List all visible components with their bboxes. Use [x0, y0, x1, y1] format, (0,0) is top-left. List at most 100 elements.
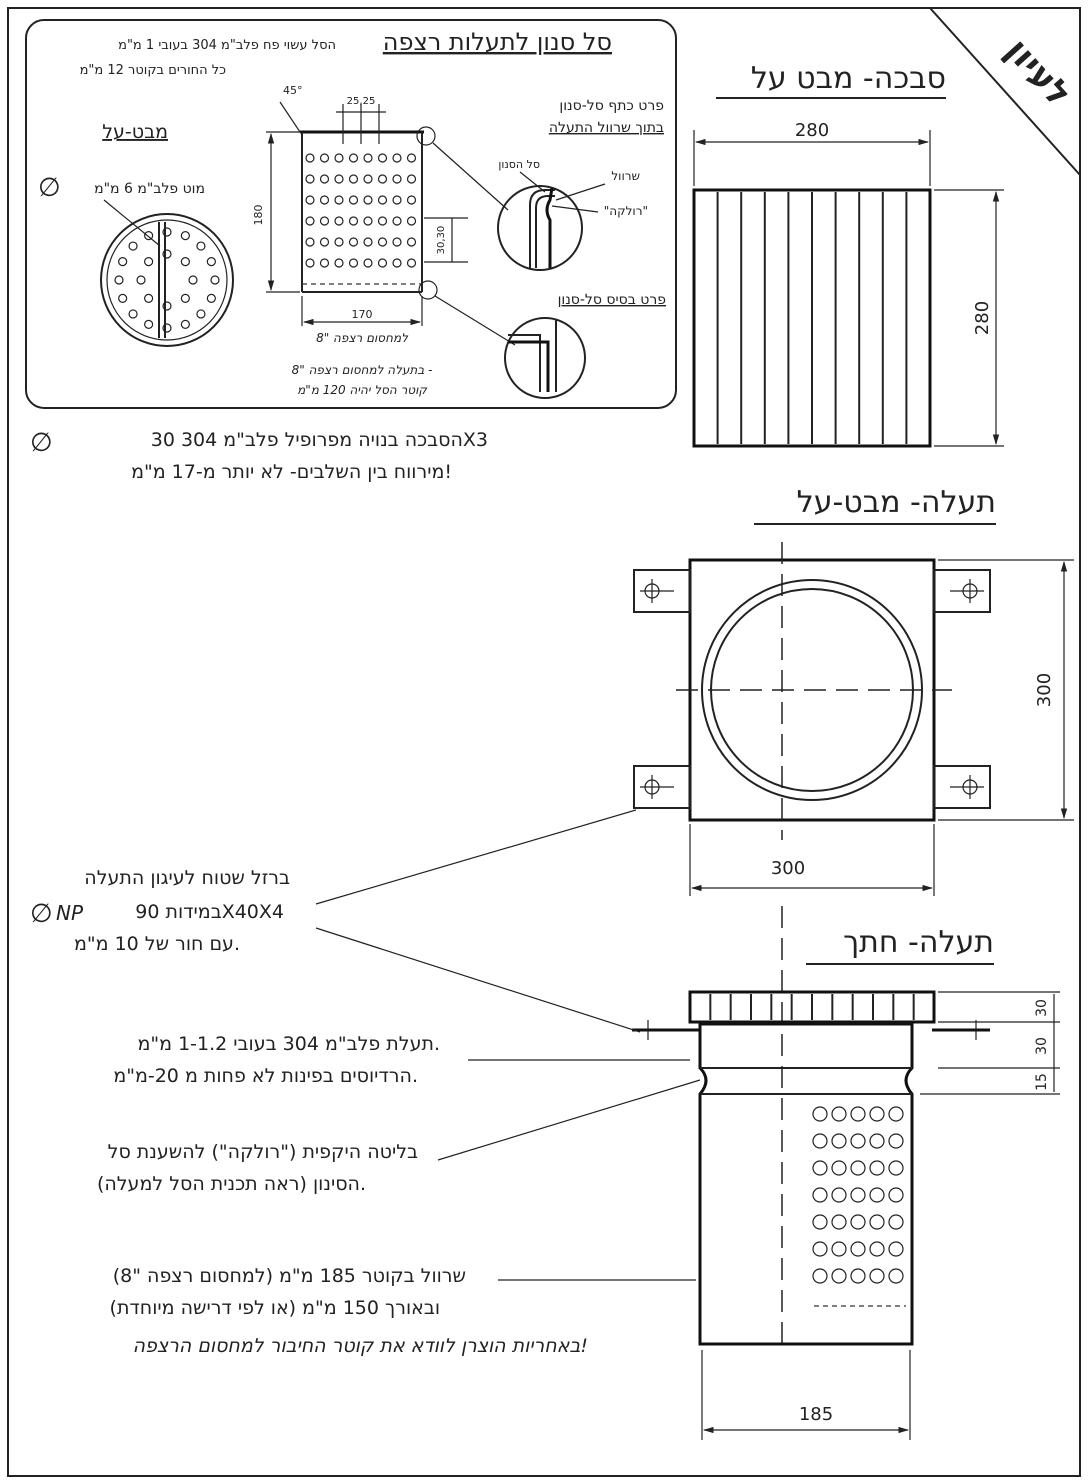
basket-note-bottom-1: בתעלה למחסום רצפה "8 -: [292, 363, 433, 377]
diameter-symbol-2: ∅: [30, 428, 53, 458]
side-hole: [319, 195, 330, 205]
side-hole: [377, 153, 388, 163]
side-hole: [406, 174, 417, 184]
side-hole: [348, 258, 359, 268]
side-hole: [363, 216, 373, 226]
diameter-symbol: ∅: [38, 173, 61, 203]
side-hole: [334, 174, 344, 184]
diameter-symbol-3: ∅: [30, 899, 53, 929]
channel-top-view: תעלה- מבט-על 300 300: [633, 485, 1074, 896]
grate-dim-width: 280: [795, 120, 829, 141]
side-hole: [406, 195, 417, 205]
dim-pitch: 25,25: [347, 96, 376, 107]
section-hole: [888, 1133, 904, 1149]
basket-hole: [136, 275, 146, 285]
side-hole: [348, 174, 359, 184]
section-hole: [888, 1187, 904, 1203]
basket-hole: [196, 241, 206, 251]
section-hole: [812, 1187, 828, 1203]
section-hole: [831, 1187, 847, 1203]
detail-label-basket: סל הסנון: [498, 158, 540, 171]
basket-hole: [188, 275, 198, 285]
side-hole: [377, 258, 388, 268]
basket-rod-label: מוט פלב"מ 6 מ"מ: [94, 181, 205, 197]
section-hole: [888, 1268, 904, 1284]
note-flatbar-2: במידות 90X40X4: [135, 901, 284, 923]
side-hole: [305, 174, 315, 184]
section-dim-diameter: 185: [799, 1404, 833, 1425]
detail-label-sleeve: שרוול: [611, 169, 640, 183]
channel-top-dim-width: 300: [771, 858, 805, 879]
side-hole: [377, 174, 388, 184]
side-hole: [348, 153, 359, 163]
side-hole: [392, 258, 402, 268]
basket-hole: [162, 301, 172, 311]
side-hole: [305, 258, 315, 268]
section-hole: [869, 1187, 885, 1203]
side-hole: [348, 216, 359, 226]
section-hole: [850, 1241, 866, 1257]
basket-note-1: הסל עשוי פח פלב"מ 304 בעובי 1 מ"מ: [118, 38, 336, 53]
section-hole: [850, 1133, 866, 1149]
section-hole: [869, 1268, 885, 1284]
grate-top-view: סבכה- מבט על 280 280: [692, 61, 1004, 448]
channel-top-dim-height: 300: [1034, 673, 1055, 707]
basket-top-circle: [100, 213, 234, 347]
section-hole: [831, 1241, 847, 1257]
basket-hole: [118, 293, 128, 303]
side-hole: [406, 237, 417, 247]
basket-note-bottom-2: קוטר הסל יהיה 120 מ"מ: [297, 383, 427, 397]
grate-dim-height: 280: [972, 301, 993, 335]
note-sleeve-2: ובאורך 150 מ"מ (או לפי דרישה מיוחדת): [110, 1297, 440, 1319]
basket-hole: [180, 257, 190, 267]
basket-hole: [162, 323, 172, 333]
side-hole: [377, 237, 388, 247]
anchor-tab-br: [933, 765, 991, 809]
side-hole: [319, 153, 330, 163]
grate-note-1: הסבכה בנויה מפרופיל פלב"מ 304 30X3: [151, 429, 488, 451]
section-hole: [869, 1106, 885, 1122]
basket-hole: [180, 319, 190, 329]
side-hole: [305, 216, 315, 226]
dim-height-180: 180: [252, 205, 265, 226]
detail-label-roll: "רולקה": [604, 204, 648, 218]
side-hole: [363, 153, 373, 163]
side-hole: [406, 216, 417, 226]
section-hole: [869, 1160, 885, 1176]
note-flatbar-np: NP: [56, 901, 84, 925]
section-hole: [850, 1187, 866, 1203]
side-hole: [305, 195, 315, 205]
section-hole: [831, 1268, 847, 1284]
basket-side-view: 45° 25,25 180 30,30 170 למחסום רצפה "8 ב…: [252, 84, 516, 397]
sheet-border: [7, 7, 1081, 1477]
note-roll-2: הסינון (ראה תכנית הסל למעלה).: [97, 1173, 366, 1195]
note-responsibility: באחריות הוצרן לוודא את קוטר החיבור למחסו…: [133, 1335, 588, 1357]
side-hole: [363, 258, 373, 268]
side-hole: [334, 216, 344, 226]
note-sleeve-1: שרוול בקוטר 185 מ"מ (למחסום רצפה "8): [113, 1265, 466, 1287]
basket-hole: [206, 257, 216, 267]
channel-top-title: תעלה- מבט-על: [797, 485, 996, 520]
side-hole: [392, 216, 402, 226]
basket-hole: [210, 275, 220, 285]
anchor-tab-bl: [633, 765, 691, 809]
basket-hole: [162, 249, 172, 259]
grate-bars: [716, 192, 908, 444]
channel-section: תעלה- חתך 30 30 15 185: [632, 906, 1060, 1440]
side-hole: [392, 237, 402, 247]
side-hole: [319, 216, 330, 226]
dim-angle: 45°: [283, 84, 303, 97]
section-hole: [850, 1214, 866, 1230]
section-hole: [850, 1160, 866, 1176]
side-hole: [348, 237, 359, 247]
note-flatbar-3: עם חור של 10 מ"מ.: [74, 933, 240, 955]
basket-hole: [144, 231, 154, 241]
basket-title: סל סנון לתעלות רצפה: [383, 28, 612, 56]
detail-top-title-2: בתוך שרוול התעלה: [549, 120, 664, 136]
basket-hole: [118, 257, 128, 267]
review-stamp-text: לעיון: [998, 31, 1079, 115]
section-hole: [812, 1241, 828, 1257]
side-hole: [319, 258, 330, 268]
side-hole: [377, 195, 388, 205]
